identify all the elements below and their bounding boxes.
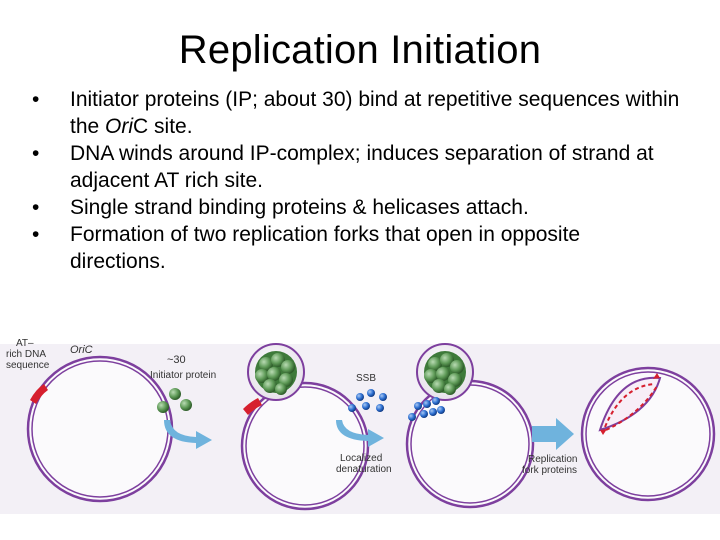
bullet-item: DNA winds around IP-complex; induces sep…: [30, 140, 680, 194]
label-oric: OriC: [70, 344, 93, 356]
arrow-1: [164, 420, 212, 449]
label-at-rich-1: AT–: [16, 338, 34, 349]
label-replication-2: fork proteins: [522, 465, 577, 476]
label-replication-1: Replication: [528, 454, 577, 465]
stage-ssb: [405, 343, 535, 509]
arrow-3: [532, 418, 574, 450]
bullet-text: DNA winds around IP-complex; induces sep…: [70, 142, 654, 192]
bullet-italic: Ori: [105, 115, 134, 138]
bullet-text: Formation of two replication forks that …: [70, 223, 581, 273]
bullet-item: Single strand binding proteins & helicas…: [30, 194, 680, 221]
ssb-beads: [348, 389, 387, 412]
initiator-beads: [157, 388, 192, 413]
bullet-text: Initiator proteins (IP; about 30) bind a…: [70, 88, 680, 138]
label-approx-count: ~30: [167, 354, 186, 366]
at-rich-segment: [30, 384, 48, 404]
label-initiator-protein: Initiator protein: [150, 370, 216, 381]
diagram-svg: AT– rich DNA sequence OriC ~30 Initiator…: [0, 334, 720, 514]
label-at-rich-2: rich DNA: [6, 349, 46, 360]
bullet-item: Initiator proteins (IP; about 30) bind a…: [30, 86, 680, 140]
label-at-rich-3: sequence: [6, 360, 50, 371]
replication-diagram: AT– rich DNA sequence OriC ~30 Initiator…: [0, 334, 720, 514]
stage-ip-complex: [240, 343, 370, 511]
bullet-text-after: C site.: [133, 115, 193, 138]
bullet-item: Formation of two replication forks that …: [30, 221, 680, 275]
stage-forks: [580, 366, 716, 502]
bound-ssb: [408, 397, 445, 421]
label-localized-1: Localized: [340, 453, 382, 464]
bullet-text: Single strand binding proteins & helicas…: [70, 196, 529, 219]
ip-cluster: [255, 351, 297, 395]
label-ssb: SSB: [356, 373, 376, 384]
bullet-list: Initiator proteins (IP; about 30) bind a…: [30, 86, 680, 275]
ip-cluster: [424, 351, 466, 395]
arrow-2: [336, 420, 384, 447]
at-rich-segment: [243, 398, 262, 415]
slide-title: Replication Initiation: [178, 28, 542, 72]
label-localized-2: denaturation: [336, 464, 392, 475]
